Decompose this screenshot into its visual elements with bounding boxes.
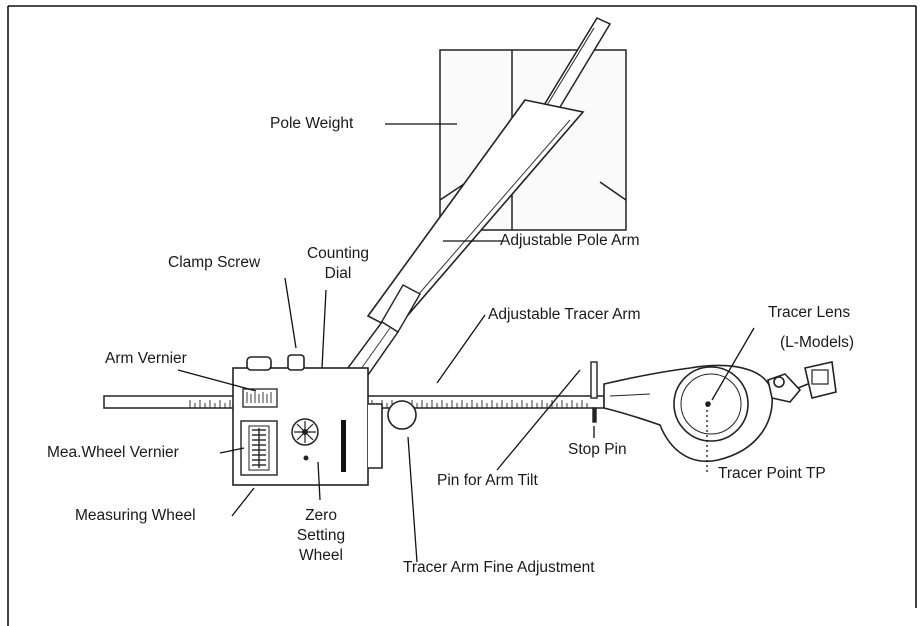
zero-setting-wheel xyxy=(341,420,346,472)
stop-pin xyxy=(590,361,598,423)
fine-adjustment-wheel xyxy=(387,400,417,430)
label-adjustable-tracer-arm: Adjustable Tracer Arm xyxy=(488,306,641,323)
leader-lines xyxy=(177,123,755,563)
label-pole-weight: Pole Weight xyxy=(270,115,354,132)
label-tracer-lens-line2: (L-Models) xyxy=(780,334,855,351)
label-zero-setting-line3: Wheel xyxy=(299,547,343,564)
label-zero-setting-line2: Setting xyxy=(296,527,346,544)
label-tracer-lens-line1: Tracer Lens xyxy=(768,304,851,321)
page-frame xyxy=(7,5,917,626)
label-pin-for-arm-tilt: Pin for Arm Tilt xyxy=(437,472,538,489)
label-tracer-arm-fine-adjustment: Tracer Arm Fine Adjustment xyxy=(403,559,595,576)
label-arm-vernier: Arm Vernier xyxy=(105,350,187,367)
arm-vernier-window xyxy=(242,388,278,408)
measuring-wheel-window xyxy=(240,420,278,476)
label-tracer-point: Tracer Point TP xyxy=(718,465,826,482)
label-zero-setting-line1: Zero xyxy=(305,507,337,524)
counting-dial xyxy=(291,418,319,461)
label-counting-dial-line2: Dial xyxy=(324,265,352,282)
label-stop-pin: Stop Pin xyxy=(568,441,627,458)
label-mea-wheel-vernier: Mea.Wheel Vernier xyxy=(47,444,179,461)
label-clamp-screw: Clamp Screw xyxy=(168,254,261,271)
pole-arm-inner-line xyxy=(397,119,571,319)
label-adjustable-pole-arm: Adjustable Pole Arm xyxy=(500,232,640,249)
label-counting-dial-line1: Counting xyxy=(306,245,370,262)
label-measuring-wheel: Measuring Wheel xyxy=(75,507,196,524)
tracer-head xyxy=(603,361,837,462)
